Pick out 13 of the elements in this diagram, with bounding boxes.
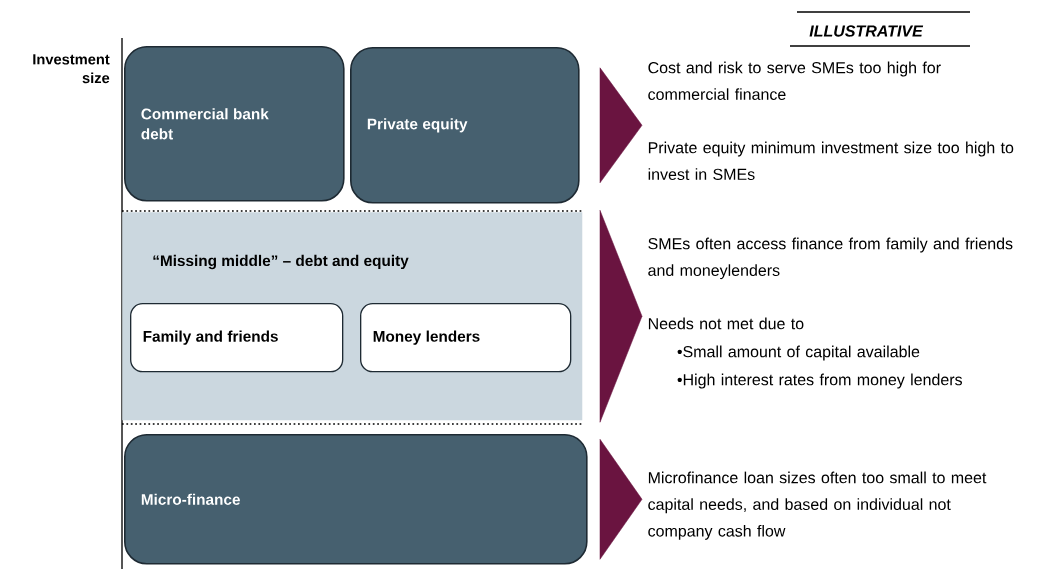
chevron-arrow bbox=[599, 67, 643, 184]
finance-box: Private equity bbox=[350, 47, 580, 204]
chevron-arrow bbox=[599, 439, 643, 560]
note-text: Microfinance loan sizes often too small to meet capital needs, and based on individual not company cash flow bbox=[648, 471, 987, 540]
chevron-arrow bbox=[599, 210, 643, 423]
note-text: Cost and risk to serve SMEs too high for commercial finance Private equity minimum investment size too high to invest in SMEs bbox=[648, 61, 1014, 180]
axis-label: Investment size bbox=[33, 54, 110, 84]
source-box: Family and friends bbox=[130, 303, 344, 373]
finance-box: Commercial bank debt bbox=[124, 46, 345, 202]
note-text: SMEs often access finance from family and friends and moneylenders Needs not met due to •Small amount of capital available •High interest rates from money lenders bbox=[648, 237, 1013, 389]
finance-box: Micro-finance bbox=[124, 434, 588, 565]
heading: ILLUSTRATIVE bbox=[789, 11, 971, 47]
source-box: Money lenders bbox=[360, 303, 572, 373]
